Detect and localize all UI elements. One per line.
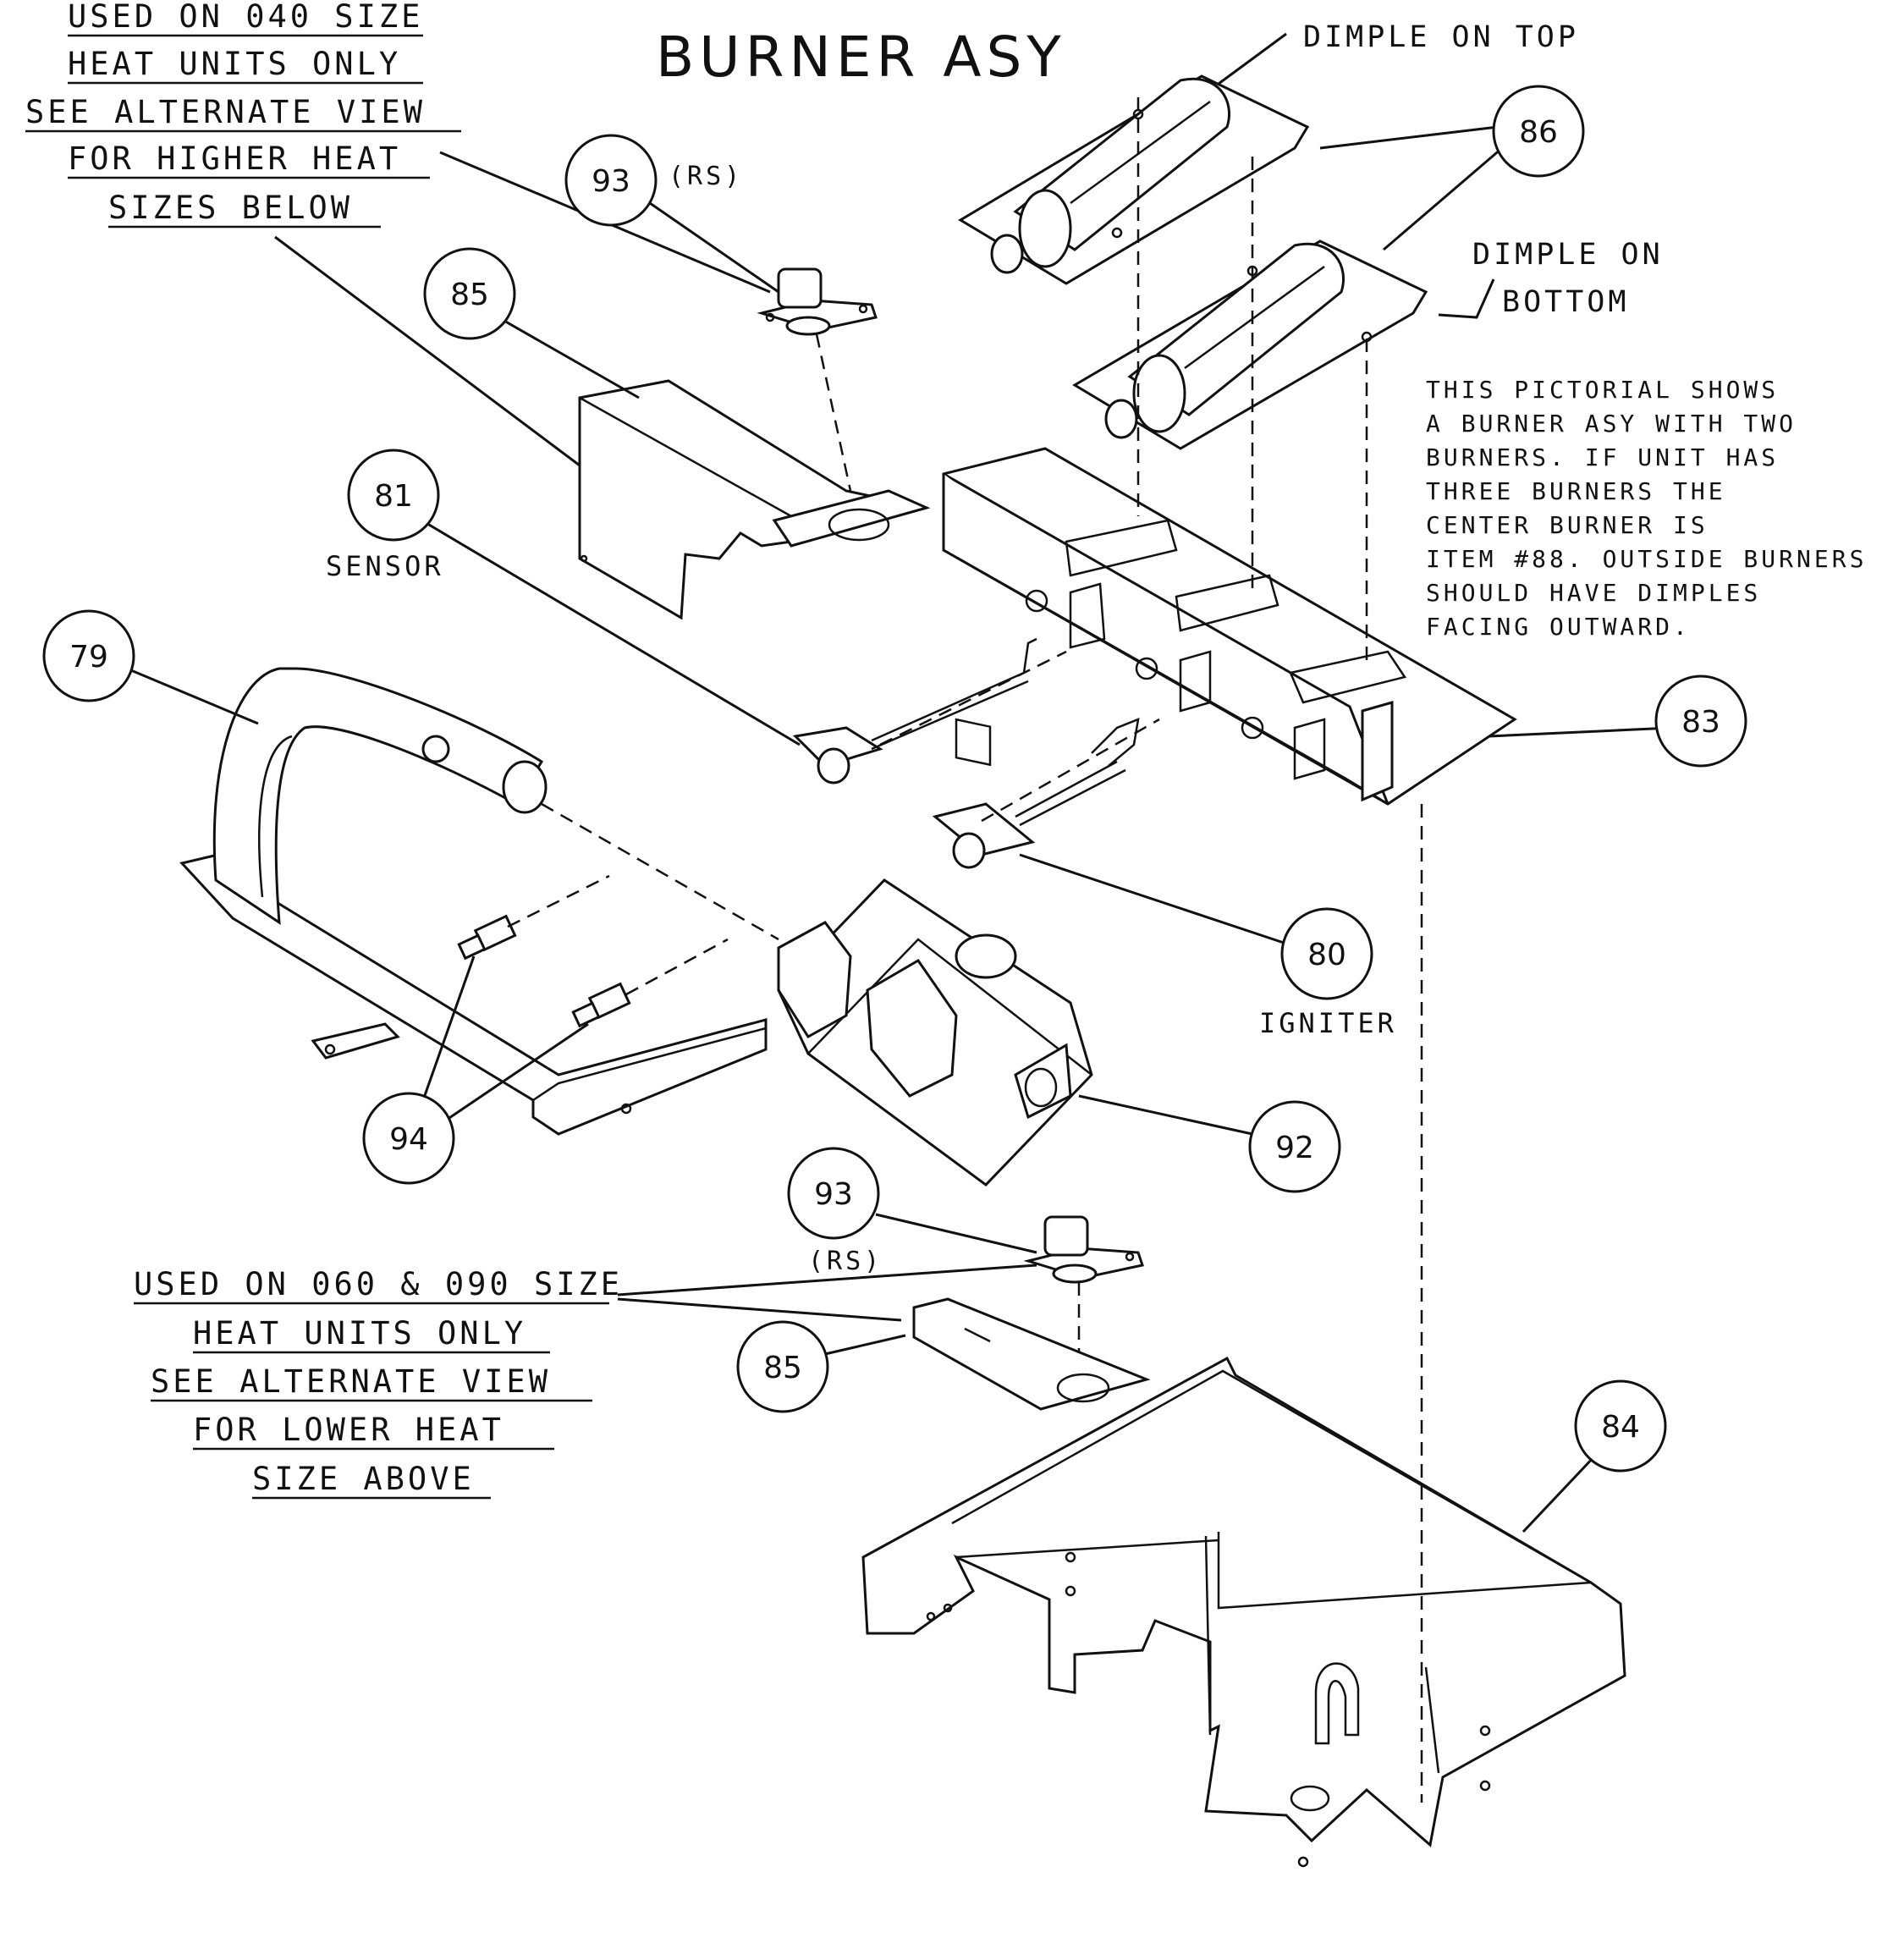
note-upper-line-2: HEAT UNITS ONLY	[68, 46, 401, 82]
note-lower-alt-view: USED ON 060 & 090 SIZE HEAT UNITS ONLY S…	[134, 1266, 623, 1500]
svg-text:85: 85	[763, 1351, 802, 1385]
note-upper-line-1: USED ON 040 SIZE	[68, 0, 423, 35]
dashed-93-to-85-upper	[815, 333, 852, 492]
part-83-burner-box	[942, 447, 1517, 806]
callout-85-lower: 85	[736, 1320, 906, 1413]
svg-text:80: 80	[1307, 938, 1346, 972]
leader-upper-note-to-85	[274, 235, 581, 467]
svg-text:84: 84	[1601, 1410, 1640, 1445]
pictorial-line-1: THIS PICTORIAL SHOWS	[1426, 376, 1779, 404]
callout-81: 81	[347, 449, 801, 746]
dashed-orifice-2	[625, 938, 729, 996]
svg-text:81: 81	[374, 479, 413, 514]
part-85-shield-upper	[578, 379, 931, 620]
svg-text:92: 92	[1275, 1131, 1314, 1165]
part-79-gas-manifold	[179, 667, 768, 1136]
part-85-bracket-lower	[912, 1297, 1151, 1411]
pictorial-line-6: ITEM #88. OUTSIDE BURNERS	[1426, 545, 1867, 573]
dashed-orifice-1	[507, 874, 610, 928]
callout-79: 79	[42, 609, 259, 725]
pictorial-line-2: A BURNER ASY WITH TWO	[1426, 410, 1797, 438]
callout-93-lower: 93	[787, 1147, 1037, 1254]
pictorial-line-4: THREE BURNERS THE	[1426, 477, 1726, 505]
note-upper-line-4: FOR HIGHER HEAT	[68, 140, 401, 177]
svg-text:93: 93	[592, 164, 630, 199]
leader-lower-note-to-85	[617, 1297, 902, 1322]
callout-80: 80	[1019, 853, 1373, 1000]
note-lower-line-5: SIZE ABOVE	[252, 1461, 475, 1497]
callout-92: 92	[1078, 1094, 1341, 1193]
part-86-burner-bottom	[1072, 239, 1428, 450]
note-upper-line-5: SIZES BELOW	[108, 190, 353, 226]
note-lower-line-1: USED ON 060 & 090 SIZE	[134, 1266, 623, 1302]
svg-text:93: 93	[814, 1177, 853, 1212]
label-sensor: SENSOR	[326, 550, 444, 582]
callout-84: 84	[1522, 1379, 1667, 1533]
note-upper-alt-view: USED ON 040 SIZE HEAT UNITS ONLY SEE ALT…	[25, 0, 461, 228]
diagram-title: BURNER ASY	[656, 25, 1066, 90]
part-81-flame-sensor	[792, 637, 1037, 785]
note-dimple-on-top: DIMPLE ON TOP	[1303, 20, 1579, 54]
part-86-burner-top	[958, 74, 1310, 285]
part-92-gas-valve	[777, 878, 1093, 1186]
part-80-igniter	[932, 718, 1140, 869]
part-84-base-pan	[861, 1356, 1626, 1868]
note-dimple-bottom-1: DIMPLE ON	[1472, 238, 1664, 272]
dashed-igniter	[981, 718, 1160, 823]
note-lower-line-3: SEE ALTERNATE VIEW	[151, 1363, 551, 1400]
pictorial-line-5: CENTER BURNER IS	[1426, 511, 1709, 539]
pictorial-line-7: SHOULD HAVE DIMPLES	[1426, 579, 1761, 607]
callout-94: 94	[362, 955, 589, 1185]
svg-text:85: 85	[450, 278, 489, 312]
note-dimple-bottom-2: BOTTOM	[1502, 285, 1629, 319]
svg-text:86: 86	[1519, 115, 1558, 150]
part-93-limit-switch-lower	[1023, 1215, 1144, 1284]
leader-lower-note-to-93	[617, 1264, 1037, 1297]
label-rs-lower: (RS)	[808, 1247, 883, 1276]
note-lower-line-2: HEAT UNITS ONLY	[193, 1315, 526, 1352]
svg-text:79: 79	[69, 640, 108, 674]
callout-86: 86	[1319, 85, 1585, 251]
leader-dimple-bottom	[1438, 278, 1495, 319]
note-pictorial: THIS PICTORIAL SHOWS A BURNER ASY WITH T…	[1426, 376, 1867, 641]
callout-93-upper: 93	[564, 134, 779, 294]
part-93-limit-switch-upper	[757, 267, 878, 336]
part-94-orifices	[457, 914, 631, 1028]
note-lower-line-4: FOR LOWER HEAT	[193, 1412, 504, 1448]
callout-85-upper: 85	[423, 247, 640, 399]
dashed-sensor	[879, 650, 1067, 746]
leader-dimple-top	[1205, 32, 1287, 95]
label-rs-upper: (RS)	[669, 162, 743, 191]
pictorial-line-3: BURNERS. IF UNIT HAS	[1426, 443, 1779, 471]
callout-83: 83	[1654, 674, 1747, 768]
pictorial-line-8: FACING OUTWARD.	[1426, 613, 1691, 641]
note-upper-line-3: SEE ALTERNATE VIEW	[25, 94, 426, 130]
svg-text:83: 83	[1681, 705, 1720, 740]
leader-83	[1489, 726, 1672, 738]
svg-text:94: 94	[389, 1122, 428, 1157]
label-igniter: IGNITER	[1259, 1007, 1397, 1039]
dashed-manifold-to-valve	[541, 802, 779, 941]
